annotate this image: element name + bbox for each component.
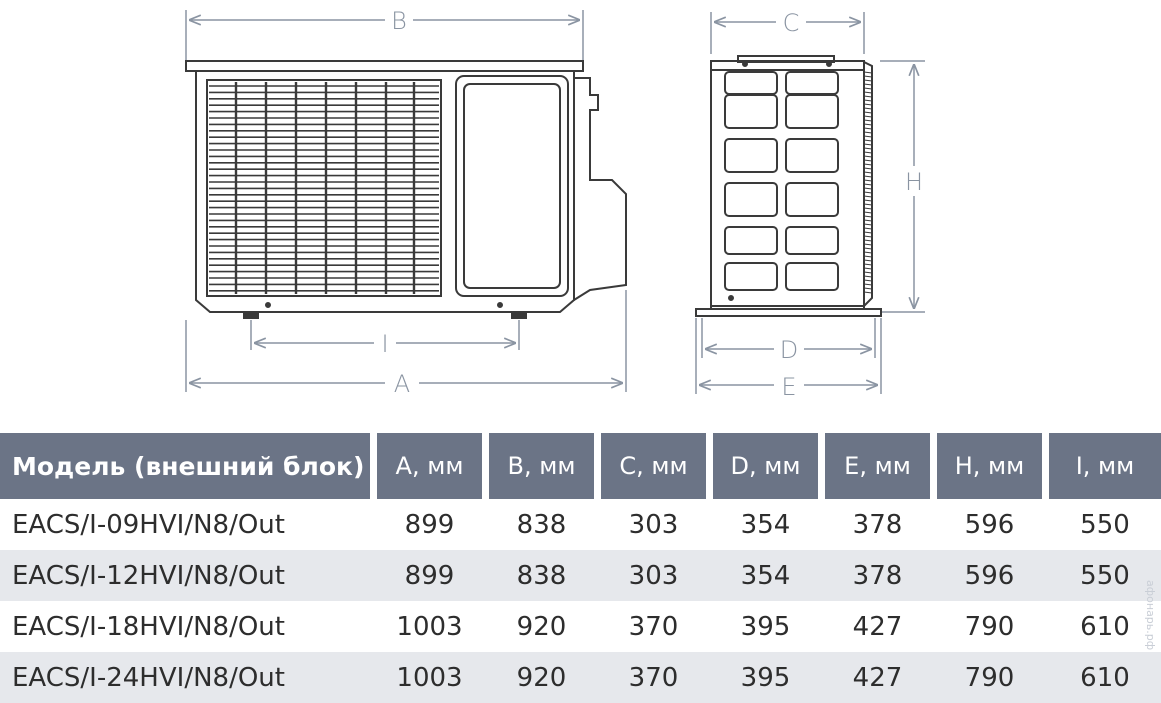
cell-value: 370 [628,611,679,642]
table-row: EACS/I-24HVI/N8/Out 1003 920 370 395 427… [0,652,1161,703]
cell-value: 354 [713,550,825,601]
table-row: EACS/I-12HVI/N8/Out 899 838 303 354 378 … [0,550,1161,601]
front-view [185,60,627,319]
cell-value: 596 [937,550,1049,601]
cell-value: 550 [1080,509,1130,540]
header-d: D, мм [713,433,825,499]
table-row: EACS/I-18HVI/N8/Out 1003 920 370 395 427… [0,601,1161,652]
cell-value: 838 [489,550,601,601]
header-a: A, мм [377,433,489,499]
dimensions-table: Модель (внешний блок) A, мм B, мм C, мм … [0,433,1161,703]
front-grille [209,82,439,294]
cell-value: 395 [713,652,825,703]
header-b: B, мм [489,433,601,499]
dim-label-d: D [780,336,798,364]
cell-value: 790 [964,611,1015,642]
cell-value: 920 [516,611,567,642]
cell-value: 354 [740,509,791,540]
cell-model: EACS/I-09HVI/N8/Out [12,509,285,540]
cell-value: 303 [601,550,713,601]
cell-value: 596 [964,509,1015,540]
dim-label-b: B [391,7,407,35]
cell-value: 427 [852,611,903,642]
header-model: Модель (внешний блок) [0,433,377,499]
cell-model: EACS/I-18HVI/N8/Out [12,611,285,642]
cell-value: 303 [628,509,679,540]
dim-label-c: C [783,9,800,37]
cell-model: EACS/I-12HVI/N8/Out [0,550,377,601]
dimension-drawing: B I A C H D E [185,7,925,401]
front-dimensions [185,10,627,392]
dim-label-a: A [394,370,410,398]
cell-value: 370 [601,652,713,703]
table-header-row: Модель (внешний блок) A, мм B, мм C, мм … [0,433,1161,499]
cell-value: 550 [1049,550,1161,601]
cell-value: 610 [1049,652,1161,703]
side-vent-slots [724,71,839,291]
side-view [695,55,882,317]
dim-label-h: H [905,168,923,196]
dim-label-e: E [781,373,796,401]
cell-value: 378 [825,550,937,601]
cell-value: 610 [1080,611,1130,642]
cell-value: 378 [852,509,903,540]
watermark: афонарь.рф [1144,580,1157,651]
cell-value: 790 [937,652,1049,703]
header-i: I, мм [1049,433,1161,499]
cell-value: 920 [489,652,601,703]
header-e: E, мм [825,433,937,499]
header-c: C, мм [601,433,713,499]
table-row: EACS/I-09HVI/N8/Out 899 838 303 354 378 … [0,499,1161,550]
cell-value: 1003 [396,611,463,642]
side-dimensions [695,12,925,394]
cell-value: 838 [516,509,567,540]
cell-value: 395 [740,611,791,642]
cell-value: 427 [825,652,937,703]
header-h: H, мм [937,433,1049,499]
side-fins [863,71,873,294]
dim-label-i: I [381,330,388,358]
cell-value: 899 [377,550,489,601]
cell-value: 1003 [377,652,489,703]
cell-value: 899 [404,509,455,540]
cell-model: EACS/I-24HVI/N8/Out [0,652,377,703]
